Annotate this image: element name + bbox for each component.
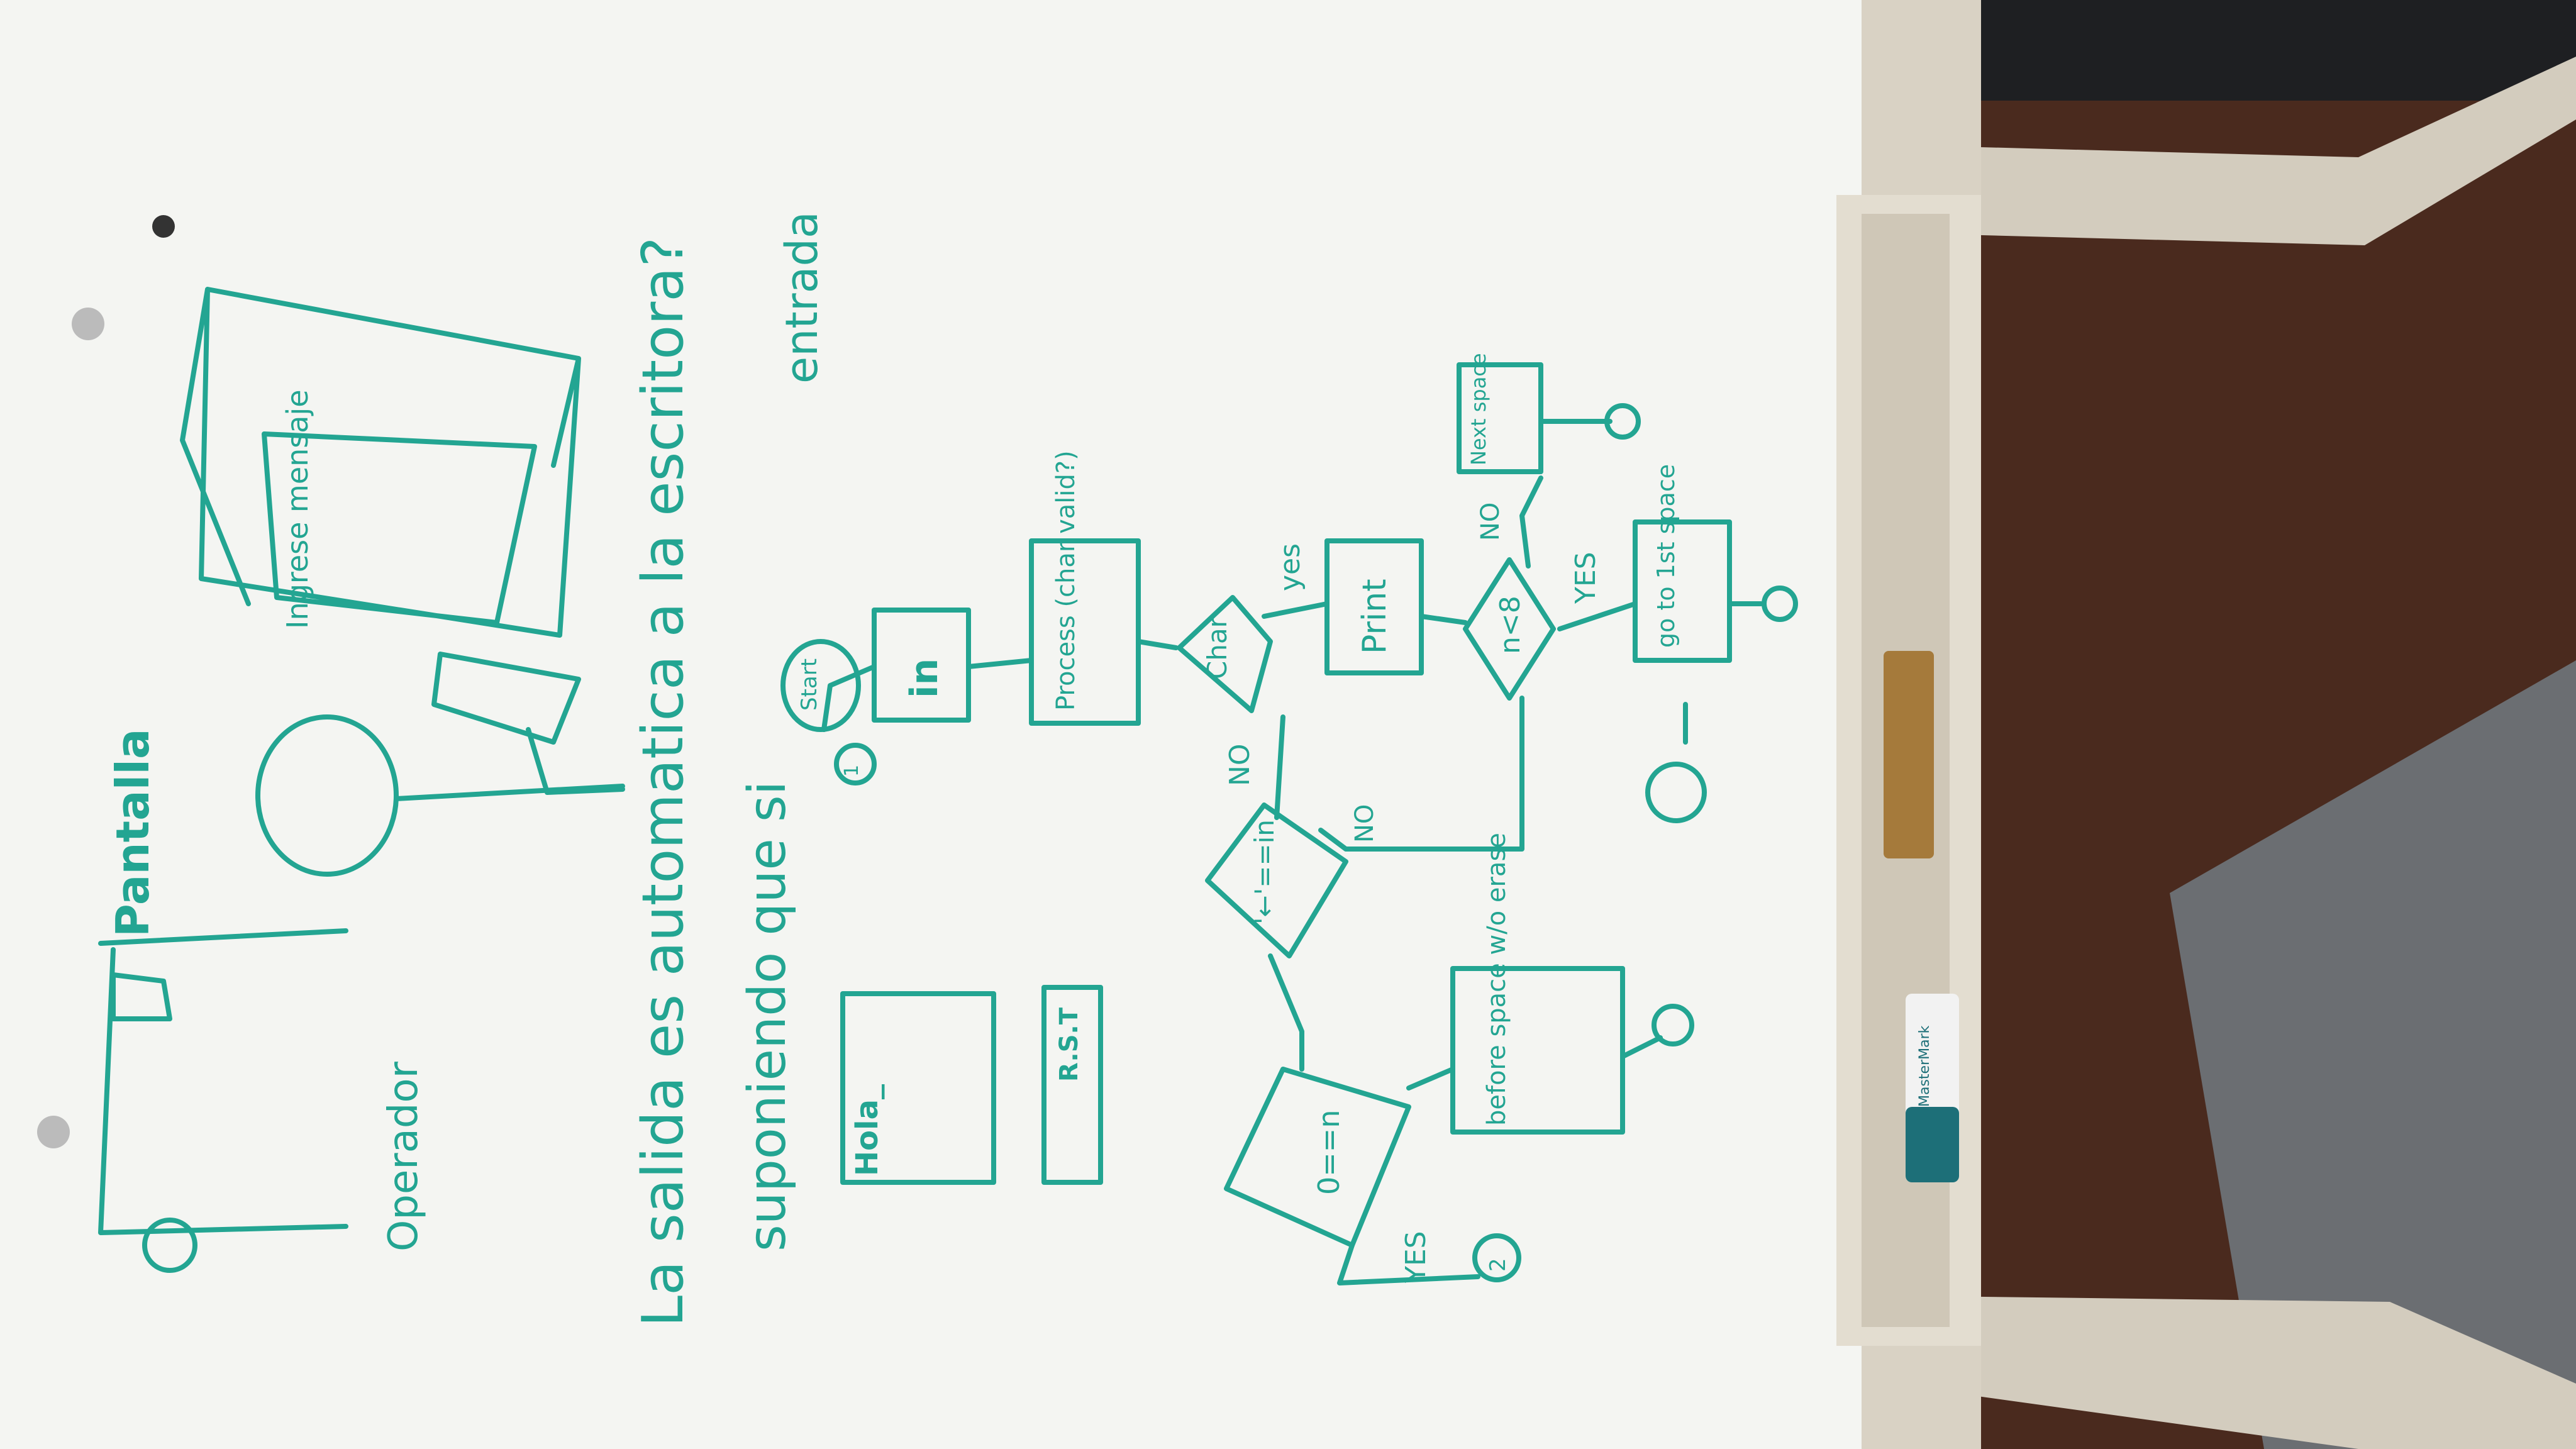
input-label: in	[902, 658, 947, 698]
n8-label: n<8	[1494, 596, 1526, 654]
before-space-label: before space w/o erase	[1482, 833, 1511, 1126]
print-label: Print	[1356, 579, 1394, 654]
start-label: Start	[797, 658, 822, 711]
backspace-decision	[1205, 802, 1348, 958]
heading-extra: entrada	[776, 211, 828, 384]
magnet-bottom	[37, 1116, 70, 1148]
next-space-box	[1457, 362, 1543, 474]
process-label: Process (char valid?)	[1052, 450, 1080, 711]
yes-label-2: YES	[1570, 552, 1602, 604]
goto-space-box	[1633, 519, 1732, 663]
connector-after-goto	[1762, 586, 1798, 622]
no-label-3: NO	[1350, 804, 1379, 843]
next-space-label: Next space	[1467, 353, 1491, 465]
screen-prompt-text: Ingrese mensaje	[280, 389, 314, 629]
marker-pen-cap	[1906, 1107, 1959, 1182]
process-box	[1029, 538, 1141, 726]
yes-label-1: yes	[1274, 543, 1306, 591]
marker-brand-label: MasterMark	[1917, 1025, 1933, 1107]
monitor-sketch	[98, 928, 348, 1235]
heading-line-2: suponiendo que si	[738, 780, 797, 1252]
operator-figure-head	[142, 1218, 197, 1273]
flow-arrows	[821, 419, 1763, 1285]
before-space-box	[1450, 966, 1625, 1135]
connector-1-label: 1	[841, 764, 863, 777]
connector-1-bottom	[1652, 1004, 1694, 1046]
heading-line-1: La salida es automatica a la escritora?	[630, 236, 696, 1327]
eraser	[1884, 651, 1934, 858]
char-label: Char	[1202, 617, 1233, 679]
grey-floor-mat	[2170, 660, 2576, 1449]
small-screen-text: Hola_	[850, 1084, 885, 1176]
small-screen-sketch	[840, 991, 996, 1185]
connector-2-bottom	[1472, 1233, 1521, 1282]
easel-leg-bottom	[1887, 1296, 2576, 1449]
operador-label: Operador	[380, 1062, 427, 1252]
connector-2-left	[1645, 762, 1707, 823]
start-oval	[780, 639, 861, 732]
connector-2-label: 2	[1485, 1258, 1511, 1272]
zero-label: 0==n	[1312, 1109, 1346, 1195]
operator-head-sketch	[255, 714, 399, 877]
goto-space-label: go to 1st space	[1652, 464, 1680, 648]
backspace-label: '←'==in	[1249, 819, 1280, 924]
keyboard-grid-sketch	[1041, 985, 1103, 1185]
no-label-1: NO	[1224, 743, 1256, 786]
zero-decision	[1224, 1067, 1411, 1248]
whiteboard-surface	[0, 0, 1862, 1449]
pantalla-label: Pantalla	[106, 728, 159, 937]
keyboard-key-label: R.S.T	[1055, 1007, 1084, 1082]
board-smudge	[152, 215, 175, 238]
char-decision	[1177, 595, 1273, 713]
screen-cube-sketch	[180, 287, 581, 638]
no-label-2: NO	[1476, 502, 1505, 541]
print-box	[1324, 538, 1424, 675]
easel-leg-top	[1887, 57, 2576, 245]
connector-1-top	[834, 743, 877, 786]
operator-body-line	[394, 784, 625, 801]
magnet-top	[72, 308, 104, 340]
n8-decision	[1463, 557, 1556, 701]
yes-label-3: YES	[1400, 1231, 1432, 1283]
